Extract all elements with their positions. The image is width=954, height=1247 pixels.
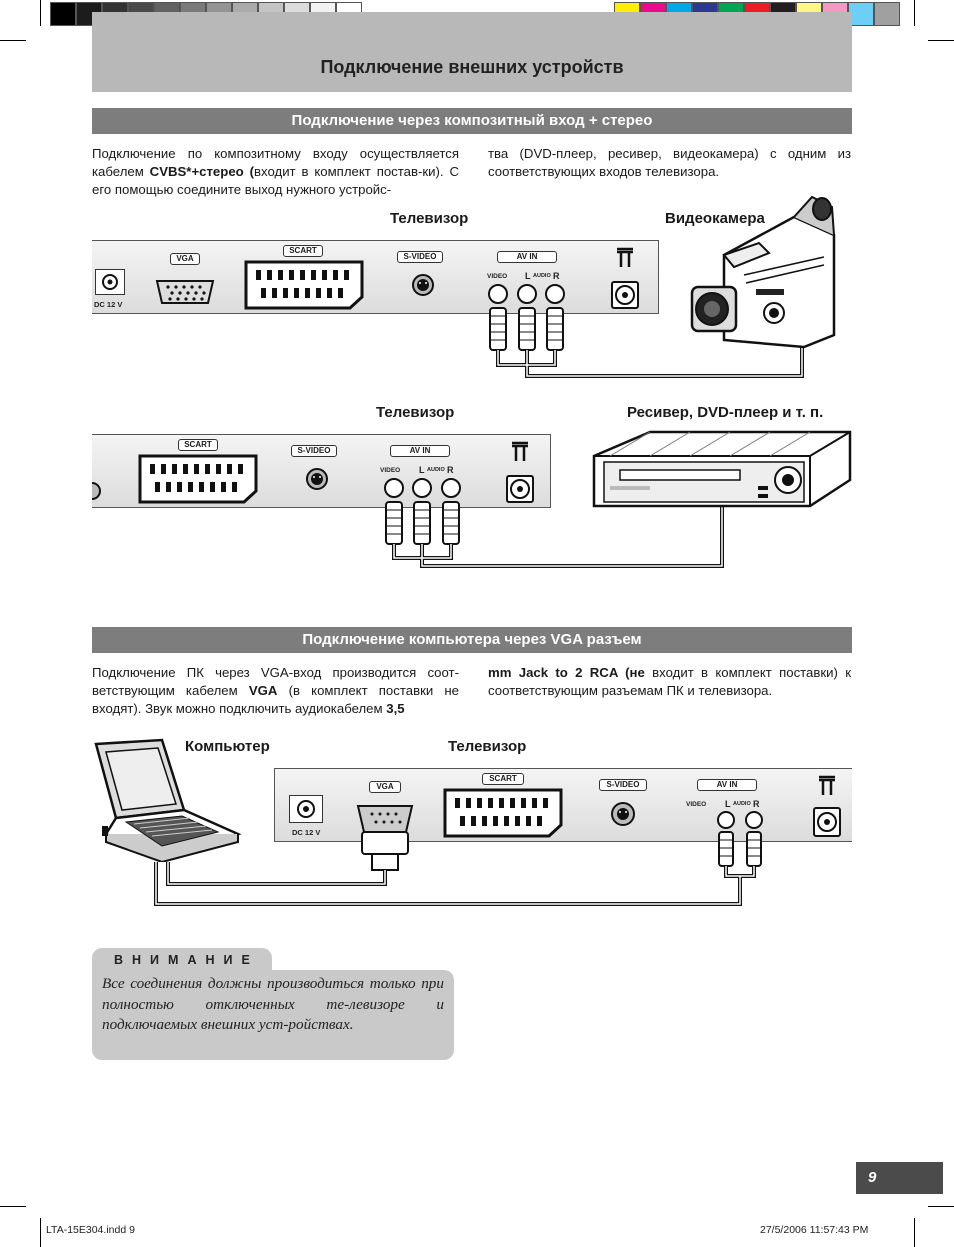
crop-mark <box>914 0 915 26</box>
avin-tag: AV IN <box>390 445 450 457</box>
partial-port-icon <box>92 451 101 500</box>
page-title: Подключение внешних устройств <box>320 57 624 77</box>
antenna-port-icon[interactable] <box>506 475 534 503</box>
audio-l-label: L <box>419 465 425 475</box>
crop-mark <box>40 0 41 26</box>
antenna-icon <box>512 441 528 461</box>
crop-mark <box>928 1206 954 1207</box>
svideo-tag: S-VIDEO <box>599 779 647 791</box>
svideo-tag: S-VIDEO <box>291 445 337 457</box>
laptop-icon <box>94 738 242 862</box>
dvd-receiver-icon <box>592 430 852 508</box>
vga-port-icon[interactable] <box>154 279 216 305</box>
dc-label: DC 12 V <box>94 300 123 309</box>
dc-jack-icon <box>297 800 315 818</box>
antenna-icon <box>819 775 835 795</box>
antenna-port-icon[interactable] <box>813 807 841 837</box>
vga-and-audio-cables <box>154 805 763 906</box>
audio-r-label: R <box>447 465 454 475</box>
page-number: 9 <box>856 1162 943 1194</box>
color-swatch <box>848 2 874 26</box>
color-swatch <box>50 2 76 26</box>
video-label: VIDEO <box>487 273 508 280</box>
section-bar-composite: Подключение через композитный вход + сте… <box>92 108 852 134</box>
audio-l-label: L <box>725 799 731 809</box>
video-label: VIDEO <box>380 467 401 474</box>
audio-label: AUDIO <box>427 467 445 473</box>
pc-label: Компьютер <box>185 738 270 755</box>
warning-title: ВНИМАНИЕ <box>92 948 272 972</box>
crop-mark <box>0 1206 26 1207</box>
section2-paragraph-left: Подключение ПК через VGA-вход производит… <box>92 665 459 716</box>
audio-label: AUDIO <box>733 801 751 807</box>
svideo-port-icon[interactable] <box>305 467 329 491</box>
vga-tag: VGA <box>170 253 200 265</box>
svideo-port-icon[interactable] <box>411 273 435 297</box>
dc-label: DC 12 V <box>292 828 321 837</box>
crop-mark <box>928 40 954 41</box>
camcorder-icon <box>690 195 836 349</box>
tv-rear-panel: DC 12 V VGA SCART S-VIDEO AV IN VIDEO L … <box>92 240 659 314</box>
antenna-port-icon[interactable] <box>611 281 639 309</box>
crop-mark <box>914 1218 915 1247</box>
vga-tag: VGA <box>369 781 401 793</box>
dc-power-jack[interactable] <box>289 795 323 823</box>
scart-port-icon[interactable] <box>136 453 260 505</box>
receiver-label: Ресивер, DVD-плеер и т. п. <box>627 404 824 421</box>
tv-label: Телевизор <box>376 404 455 421</box>
tv-label: Телевизор <box>448 738 527 755</box>
svideo-port-icon[interactable] <box>610 801 636 827</box>
scart-port-icon[interactable] <box>242 259 366 311</box>
crop-mark <box>40 1218 41 1247</box>
avin-tag: AV IN <box>497 251 557 263</box>
tv-rear-panel: SCART S-VIDEO AV IN VIDEO L AUDIO R <box>92 434 551 508</box>
avin-tag: AV IN <box>697 779 757 791</box>
header-band <box>92 12 852 92</box>
scart-port-icon[interactable] <box>441 787 565 839</box>
dc-jack-icon <box>102 274 118 290</box>
rca-cable-camcorder <box>488 284 804 378</box>
crop-mark <box>0 40 26 41</box>
svideo-tag: S-VIDEO <box>397 251 443 263</box>
dc-power-jack[interactable] <box>95 269 125 295</box>
footer-datetime: 27/5/2006 11:57:43 PM <box>760 1224 869 1236</box>
audio-l-label: L <box>525 271 531 281</box>
scart-tag: SCART <box>283 245 323 257</box>
audio-r-label: R <box>553 271 560 281</box>
camcorder-label: Видеокамера <box>665 210 765 227</box>
audio-label: AUDIO <box>533 273 551 279</box>
section1-paragraph-right: тва (DVD-плеер, ресивер, видеокамера) с … <box>488 146 851 179</box>
warning-text: Все соединения должны производиться толь… <box>92 970 454 1060</box>
audio-r-label: R <box>753 799 760 809</box>
footer-file: LTA-15E304.indd 9 <box>46 1224 135 1236</box>
scart-tag: SCART <box>482 773 524 785</box>
color-swatch <box>874 2 900 26</box>
section1-paragraph-left: Подключение по композитному входу осущес… <box>92 146 459 197</box>
tv-label: Телевизор <box>390 210 469 227</box>
rca-cable-receiver <box>384 478 724 568</box>
scart-tag: SCART <box>178 439 218 451</box>
antenna-icon <box>617 247 633 267</box>
section-bar-vga: Подключение компьютера через VGA разъем <box>92 627 852 653</box>
video-label: VIDEO <box>686 801 707 808</box>
section2-paragraph-right: mm Jack to 2 RCA (не входит в комплект п… <box>488 665 851 698</box>
